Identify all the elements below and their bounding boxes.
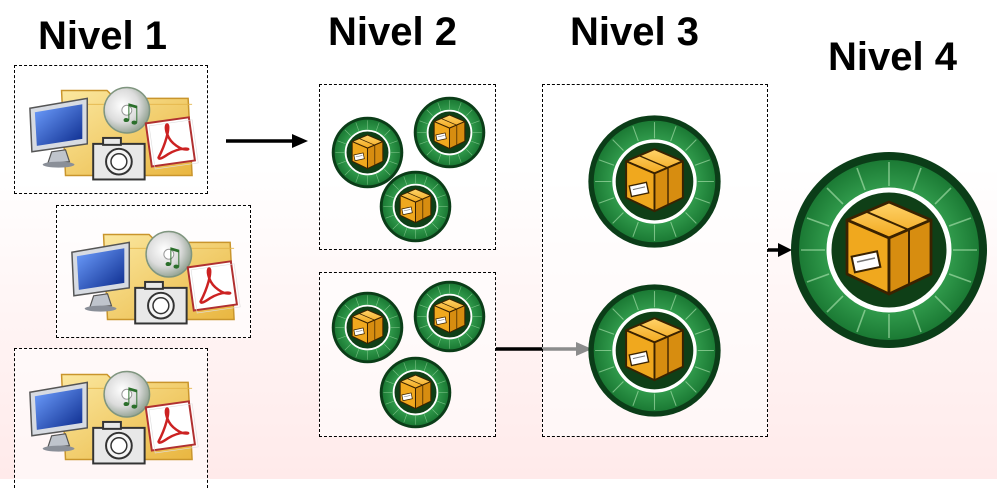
level-4-title: Nivel 4 — [828, 35, 957, 79]
package-badge-icon — [587, 114, 722, 249]
package-badge-icon — [413, 280, 486, 353]
arrow-level1-to-level2 — [226, 134, 308, 148]
package-badge-icon — [587, 283, 722, 418]
arrow-level3-to-level4 — [768, 243, 792, 257]
file-group-icon — [22, 362, 200, 470]
level-3-title: Nivel 3 — [570, 10, 699, 54]
package-badge-icon — [331, 291, 404, 364]
file-group-icon — [64, 222, 242, 330]
package-badge-icon — [789, 150, 989, 350]
level-2-title: Nivel 2 — [328, 10, 457, 54]
package-badge-icon — [379, 170, 452, 243]
package-badge-icon — [413, 96, 486, 169]
level-1-title: Nivel 1 — [38, 14, 167, 58]
package-badge-icon — [379, 356, 452, 429]
file-group-icon — [22, 78, 200, 186]
